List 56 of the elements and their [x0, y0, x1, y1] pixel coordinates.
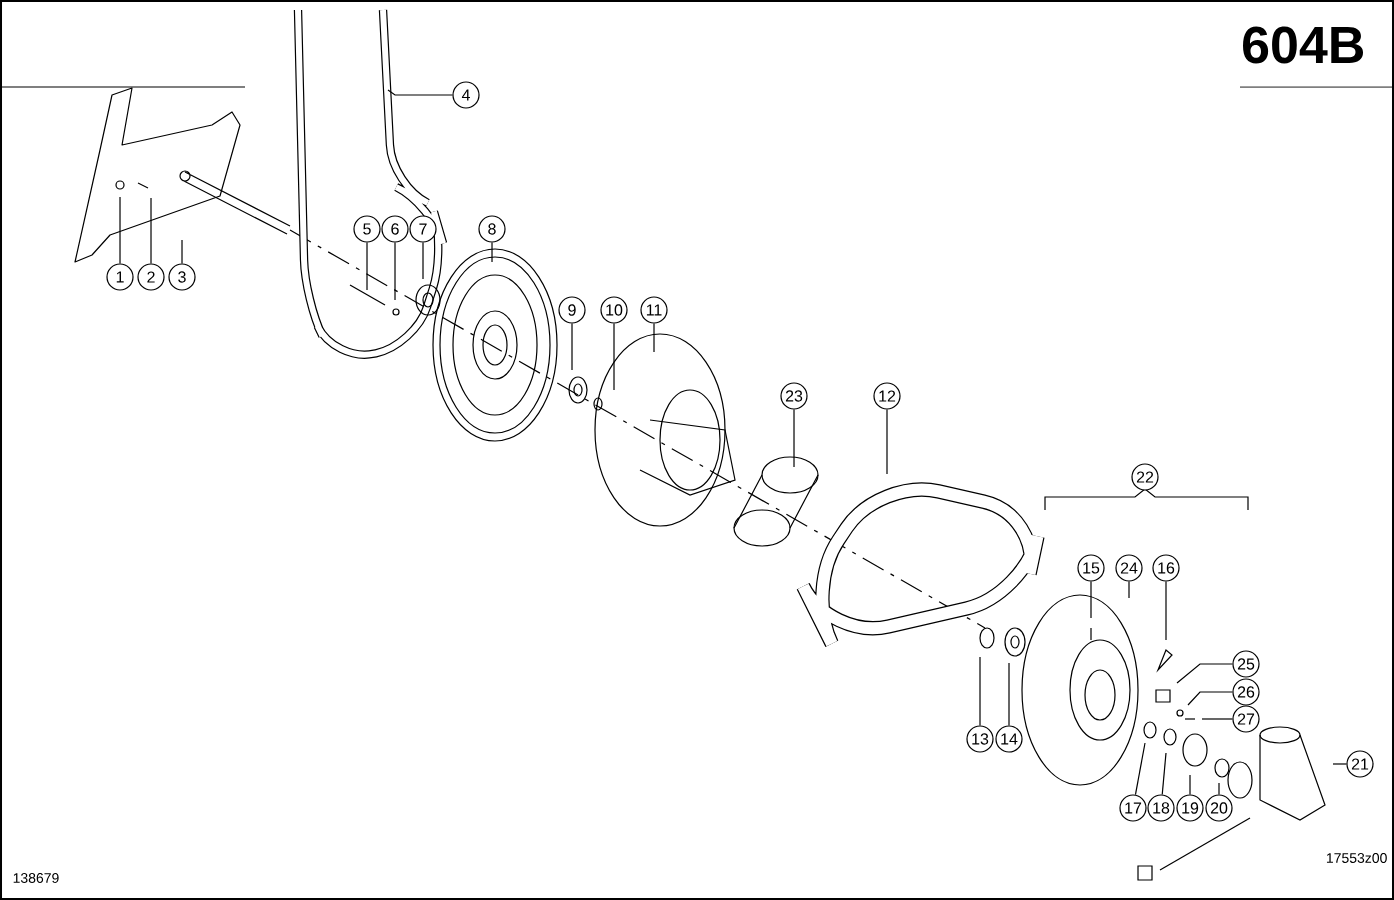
- callout-number: 14: [995, 725, 1023, 753]
- leader-line: [793, 409, 795, 468]
- leader-line: [150, 197, 152, 264]
- callout-number: 2: [137, 263, 165, 291]
- callout-number: 19: [1176, 794, 1204, 822]
- reference-code: 17553z00: [1326, 853, 1387, 863]
- leader-line: [1187, 691, 1233, 706]
- drawing-number: 138679: [13, 873, 59, 883]
- callout-number: 23: [780, 382, 808, 410]
- callout-number: 1: [106, 263, 134, 291]
- callout-number: 8: [478, 215, 506, 243]
- leader-line: [1090, 581, 1092, 619]
- callout-number: 20: [1205, 794, 1233, 822]
- page-number: 604B: [1243, 26, 1363, 64]
- callout-number: 15: [1077, 554, 1105, 582]
- leader-line: [1201, 718, 1233, 720]
- leader-line: [1008, 662, 1010, 726]
- leader-line: [181, 239, 183, 264]
- leader-line: [366, 242, 368, 291]
- leader-line: [1176, 663, 1233, 684]
- leader-line: [387, 89, 453, 96]
- leader-line: [653, 323, 655, 353]
- leader-line: [394, 242, 396, 301]
- callout-number: 22: [1131, 463, 1159, 491]
- callout-number: 26: [1232, 678, 1260, 706]
- callout-number: 6: [381, 215, 409, 243]
- leader-line: [571, 323, 573, 371]
- callout-number: 13: [966, 725, 994, 753]
- callout-number: 7: [409, 215, 437, 243]
- leader-line: [613, 323, 615, 391]
- leader-line: [979, 656, 981, 726]
- callout-number: 3: [168, 263, 196, 291]
- leader-line: [1134, 742, 1146, 796]
- callout-number: 18: [1147, 794, 1175, 822]
- callout-number: 10: [600, 296, 628, 324]
- leader-line: [1332, 763, 1347, 765]
- callout-number: 17: [1119, 794, 1147, 822]
- leader-line: [1161, 752, 1167, 796]
- leader-line: [886, 409, 888, 475]
- callout-number: 5: [353, 215, 381, 243]
- callout-number: 24: [1115, 554, 1143, 582]
- leader-line: [1189, 774, 1191, 795]
- callout-number: 9: [558, 296, 586, 324]
- leader-line: [422, 242, 424, 280]
- callout-number: 11: [640, 296, 668, 324]
- leader-line: [1128, 581, 1130, 599]
- callout-number: 16: [1152, 554, 1180, 582]
- leader-line: [491, 242, 493, 263]
- callout-number: 4: [452, 81, 480, 109]
- callout-number: 12: [873, 382, 901, 410]
- callout-number: 21: [1346, 750, 1374, 778]
- leader-line: [1165, 581, 1167, 641]
- leader-line: [119, 196, 121, 264]
- leader-line: [1218, 782, 1220, 795]
- callout-number: 27: [1232, 705, 1260, 733]
- callout-number: 25: [1232, 650, 1260, 678]
